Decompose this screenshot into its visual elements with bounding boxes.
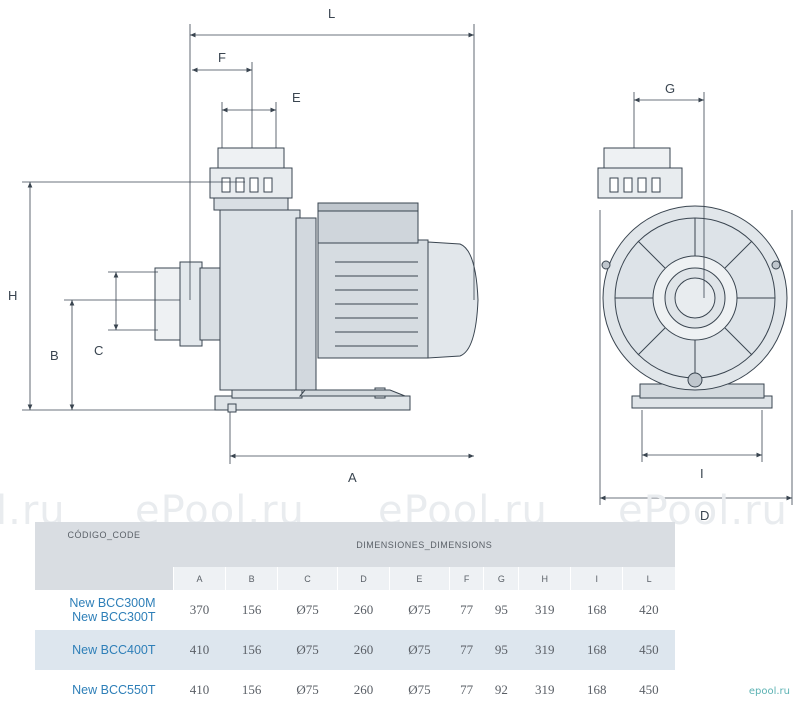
table-cell: 319	[534, 682, 555, 697]
column-header: C	[277, 567, 338, 590]
column-header: E	[388, 567, 450, 590]
pump-side-view	[154, 147, 479, 413]
table-cell: Ø75	[296, 682, 319, 697]
product-code: New BCC400T	[35, 630, 174, 670]
product-code-line: New BCC300T	[72, 610, 156, 624]
column-header: L	[622, 567, 675, 590]
dim-label-F: F	[218, 50, 226, 65]
table-cell: Ø75	[296, 602, 319, 617]
dim-label-A: A	[348, 470, 357, 485]
column-header: D	[336, 567, 390, 590]
column-header: H	[518, 567, 571, 590]
table-cell: 77	[460, 682, 474, 697]
table-cell: 156	[241, 682, 262, 697]
front-view-dimension-lines	[599, 92, 793, 505]
table-cell: 95	[494, 602, 508, 617]
table-cell: 156	[225, 630, 278, 670]
table-cell: 168	[587, 682, 607, 697]
table-cell: 319	[534, 602, 555, 617]
product-code: New BCC300M New BCC300T	[35, 590, 174, 630]
dim-label-B: B	[50, 348, 59, 363]
column-header: F	[448, 567, 484, 590]
column-header: I	[570, 567, 623, 590]
product-code-line: New BCC300M	[69, 596, 156, 610]
watermark-small: epool.ru	[748, 686, 790, 697]
table-cell: 168	[587, 602, 607, 617]
product-code: New BCC550T	[72, 683, 156, 697]
table-cell: Ø75	[408, 602, 431, 617]
dimensions-table: CÓDIGO_CODE DIMENSIONES_DIMENSIONS A B C…	[35, 522, 675, 710]
dimensions-header: DIMENSIONES_DIMENSIONS	[173, 522, 675, 567]
table-row: New BCC400T 410 156 Ø75 260 Ø75 77 95 31…	[35, 630, 675, 670]
table-cell: 260	[353, 602, 374, 617]
table-cell: 370	[189, 602, 210, 617]
table-cell: 168	[570, 630, 623, 670]
table-cell: 77	[449, 630, 484, 670]
dimension-letters: L F E G H B C A I D	[8, 6, 709, 523]
dim-label-L: L	[328, 6, 335, 21]
dim-label-E: E	[292, 90, 301, 105]
dim-label-G: G	[665, 81, 675, 96]
table-cell: Ø75	[408, 682, 431, 697]
table-cell: 260	[337, 630, 390, 670]
pump-front-view	[597, 147, 788, 409]
table-cell: 450	[622, 630, 675, 670]
table-cell: Ø75	[277, 630, 338, 670]
table-cell: 260	[353, 682, 374, 697]
dim-label-C: C	[94, 343, 103, 358]
dim-label-D: D	[700, 508, 709, 523]
table-cell: Ø75	[389, 630, 450, 670]
table-cell: 410	[189, 682, 210, 697]
table-cell: 77	[460, 602, 474, 617]
table-cell: 410	[173, 630, 226, 670]
table-row: New BCC300M New BCC300T 370 156 Ø75 260 …	[35, 590, 675, 630]
column-header: G	[483, 567, 519, 590]
dim-label-I: I	[700, 466, 704, 481]
table-cell: 420	[639, 602, 659, 617]
table-cell: 95	[483, 630, 519, 670]
table-cell: 156	[241, 602, 262, 617]
table-cell: 319	[518, 630, 571, 670]
column-header: A	[172, 567, 226, 590]
column-header: B	[225, 567, 278, 590]
table-cell: 92	[494, 682, 508, 697]
table-cell: 450	[639, 682, 659, 697]
side-view-dimension-lines	[22, 24, 475, 464]
code-header: CÓDIGO_CODE	[35, 522, 174, 590]
pump-technical-drawing: L F E G H B C A I D	[8, 6, 793, 523]
dim-label-H: H	[8, 288, 17, 303]
table-row: New BCC550T 410 156 Ø75 260 Ø75 77 92 31…	[35, 670, 675, 710]
